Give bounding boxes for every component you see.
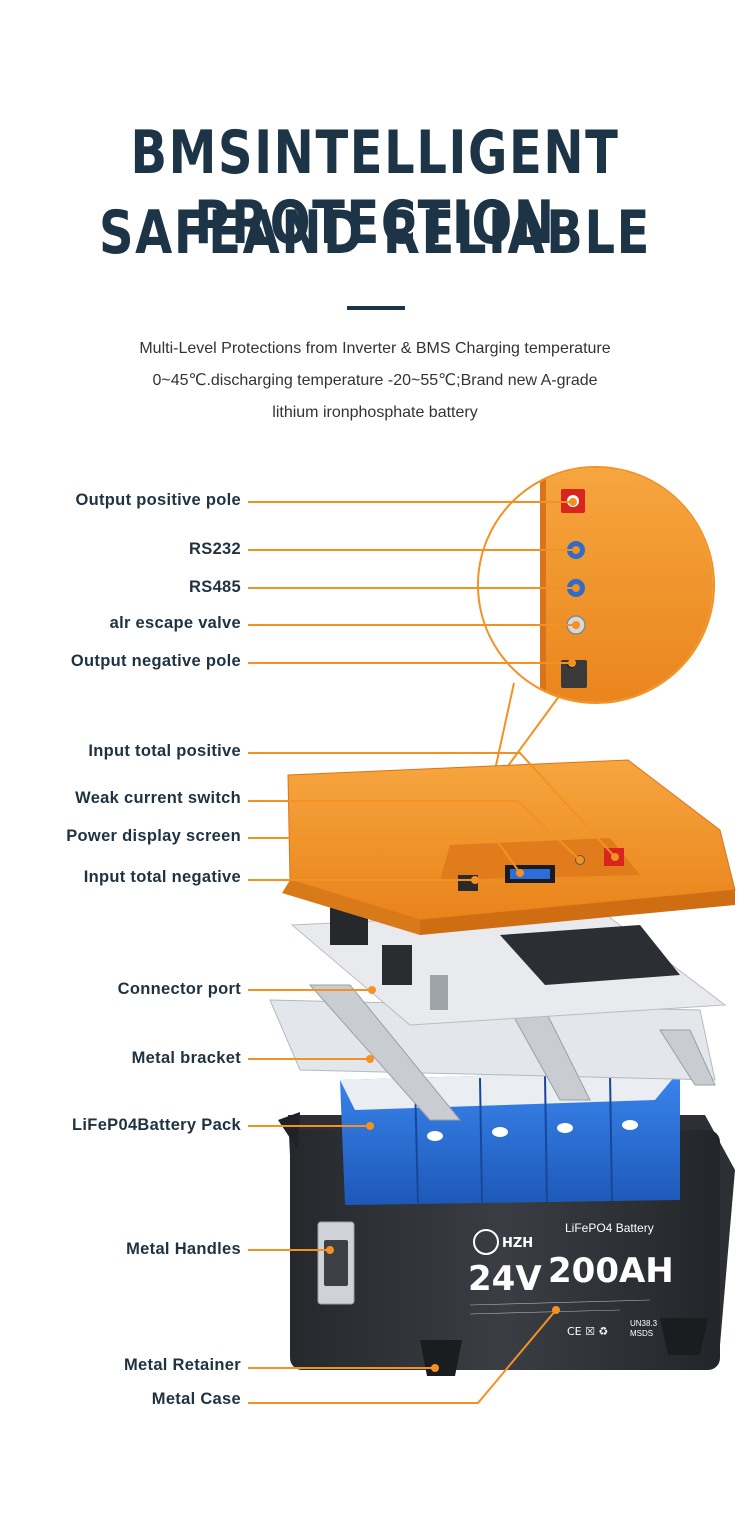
cert-marks-icon: CE ☒ ♻	[567, 1325, 608, 1338]
callout-lines	[248, 501, 616, 1404]
label-output-positive-pole: Output positive pole	[75, 491, 241, 509]
battery-pack-graphic	[340, 1070, 680, 1206]
heading-line-2: SAFEAND RELIABLE	[98, 198, 652, 268]
label-input-total-negative: Input total negative	[83, 868, 241, 886]
label-output-negative-pole: Output negative pole	[70, 652, 241, 670]
brand-text: HZH	[502, 1236, 533, 1251]
msds-text: MSDS	[630, 1329, 653, 1338]
label-air-escape-valve: alr escape valve	[109, 614, 241, 632]
label-metal-bracket: Metal bracket	[131, 1049, 241, 1067]
label-rs232: RS232	[189, 540, 241, 558]
voltage-text: 24V	[468, 1259, 542, 1299]
product-text: LiFePO4 Battery	[565, 1221, 654, 1235]
label-rs485: RS485	[189, 578, 241, 596]
brand-logo-icon	[473, 1229, 499, 1255]
callout-dots	[326, 498, 619, 1372]
description-line-2: 0~45℃.discharging temperature -20~55℃;Br…	[152, 372, 598, 389]
zoom-detail-circle	[477, 466, 715, 771]
orange-lid-graphic	[282, 759, 736, 935]
label-input-total-positive: Input total positive	[88, 742, 241, 760]
label-metal-case: Metal Case	[151, 1390, 241, 1408]
un-cert-text: UN38.3	[630, 1319, 658, 1328]
label-metal-handles: Metal Handles	[126, 1240, 241, 1258]
description-line-3: lithium ironphosphate battery	[272, 404, 478, 421]
bms-board-graphic	[290, 895, 727, 1026]
metal-bracket-graphic	[269, 984, 716, 1121]
label-battery-pack: LiFeP04Battery Pack	[72, 1116, 241, 1134]
label-power-display-screen: Power display screen	[66, 827, 241, 845]
description: Multi-Level Protections from Inverter & …	[60, 333, 690, 429]
label-connector-port: Connector port	[117, 980, 241, 998]
heading-line-1: BMSINTELLIGENT PROTECTION	[130, 118, 620, 258]
battery-nameplate: HZH LiFePO4 Battery 24V 200AH UN38.3 MSD…	[468, 1221, 674, 1338]
capacity-text: 200AH	[548, 1251, 674, 1291]
heading-divider	[347, 306, 405, 310]
label-metal-retainer: Metal Retainer	[124, 1356, 241, 1374]
description-line-1: Multi-Level Protections from Inverter & …	[139, 340, 611, 357]
label-weak-current-switch: Weak current switch	[75, 789, 241, 807]
